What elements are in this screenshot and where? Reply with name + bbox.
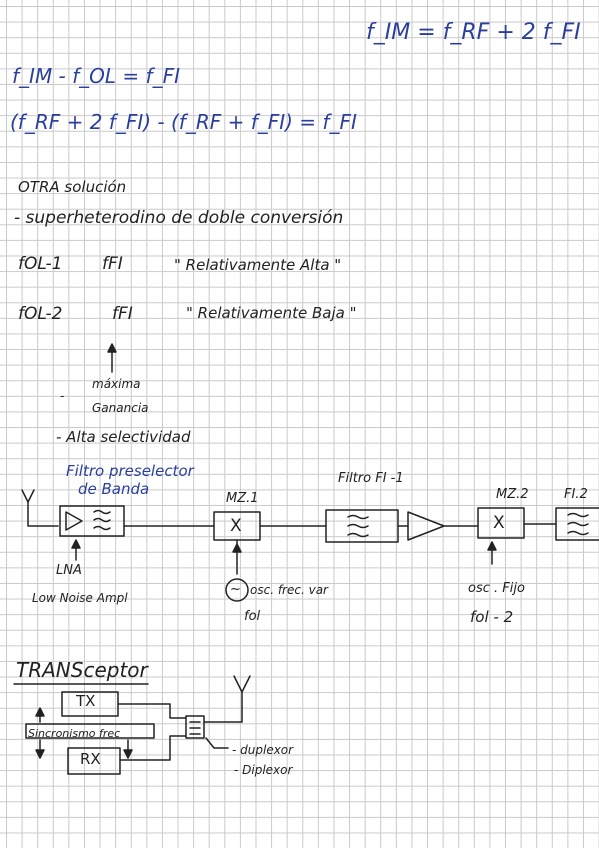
note-ffi1: fFI (102, 254, 123, 274)
note-fol2: fOL-2 (18, 304, 63, 324)
duplexer-lines (189, 721, 201, 735)
tx-block (61, 691, 119, 717)
note-fol1: fOL-1 (18, 254, 63, 274)
label-mz2: MZ.2 (496, 487, 529, 502)
equation-image-frequency: f_IM = f_RF + 2 f_FI (366, 20, 581, 45)
oscillator-var-symbol: ~ (230, 582, 241, 597)
mixer1-symbol: X (230, 516, 242, 536)
label-fol2: fol - 2 (470, 608, 514, 626)
if-amplifier (407, 511, 445, 541)
label-rx: RX (80, 750, 101, 768)
label-osc-frec-var: osc. frec. var (250, 583, 328, 597)
note-ffi2: fFI (112, 304, 133, 324)
fi2-wave-3 (567, 530, 589, 536)
note-alta-selectividad: - Alta selectividad (56, 428, 191, 446)
osc-fijo-arrow-head (487, 541, 497, 551)
label-de-banda: de Banda (78, 480, 150, 498)
fi2-wave-2 (567, 521, 589, 527)
label-osc-fijo: osc . Fijo (468, 581, 525, 596)
filter-wave-3 (93, 525, 111, 531)
note-relativamente-baja: " Relativamente Baja " (186, 304, 357, 322)
mixer1-box (213, 511, 261, 541)
fi1-wave-2 (347, 523, 369, 529)
label-transceptor-title: TRANSceptor (16, 658, 148, 682)
label-tx: TX (76, 692, 96, 710)
label-mz1: MZ.1 (226, 491, 259, 506)
fi1-wave-3 (347, 532, 369, 538)
label-sincronismo-frec: Sincronismo frec (28, 727, 121, 740)
rx-block (67, 747, 121, 775)
arrow-max-gain-head (107, 343, 117, 353)
note-otra-solucion: OTRA solución (18, 178, 127, 196)
sincronismo-box (25, 723, 155, 739)
note-maxima: máxima (92, 377, 141, 391)
label-lna: LNA (56, 563, 82, 578)
label-filtro-preselector: Filtro preselector (66, 462, 194, 480)
osc-var-circle (225, 578, 249, 602)
preselector-lna-block (59, 505, 125, 537)
sincr-arrow-up-head (35, 707, 45, 717)
rx-antenna (21, 489, 35, 503)
sincr-arrow-down-head (35, 749, 45, 759)
label-filtro-fi1: Filtro FI -1 (338, 471, 404, 486)
label-low-noise-ampl: Low Noise Ampl (32, 591, 128, 605)
fi1-wave-1 (347, 514, 369, 520)
lna-triangle (65, 511, 83, 531)
antenna-feed (203, 691, 243, 723)
mixer2-box (477, 507, 525, 539)
equation-if-difference: f_IM - f_OL = f_FI (12, 64, 180, 88)
note-ganancia: Ganancia (92, 401, 149, 415)
osc-var-arrow-head (232, 543, 242, 553)
antenna-symbol (233, 675, 251, 693)
duplexor-pointer (205, 737, 229, 749)
mixer2-symbol: X (493, 513, 505, 533)
sincr-arrow-rx-head (123, 749, 133, 759)
tx-line (117, 703, 187, 719)
filter-wave-2 (93, 517, 111, 523)
filter-fi2-box (555, 507, 599, 541)
label-duplexor: - duplexor (232, 743, 294, 757)
label-fol: fol (244, 609, 261, 624)
fi2-wave-1 (567, 512, 589, 518)
note-relativamente-alta: " Relativamente Alta " (174, 256, 342, 274)
note-superheterodino: - superheterodino de doble conversión (14, 208, 344, 228)
duplexer-block (185, 715, 205, 739)
label-fi2: FI.2 (564, 487, 588, 502)
filter-wave-1 (93, 509, 111, 515)
equation-substitution: (f_RF + 2 f_FI) - (f_RF + f_FI) = f_FI (10, 110, 357, 134)
rx-line (119, 735, 187, 761)
rx-antenna-feed (27, 501, 59, 527)
note-dash: - (60, 389, 65, 403)
lna-arrow-head (71, 539, 81, 549)
label-diplexor: - Diplexor (234, 763, 293, 777)
